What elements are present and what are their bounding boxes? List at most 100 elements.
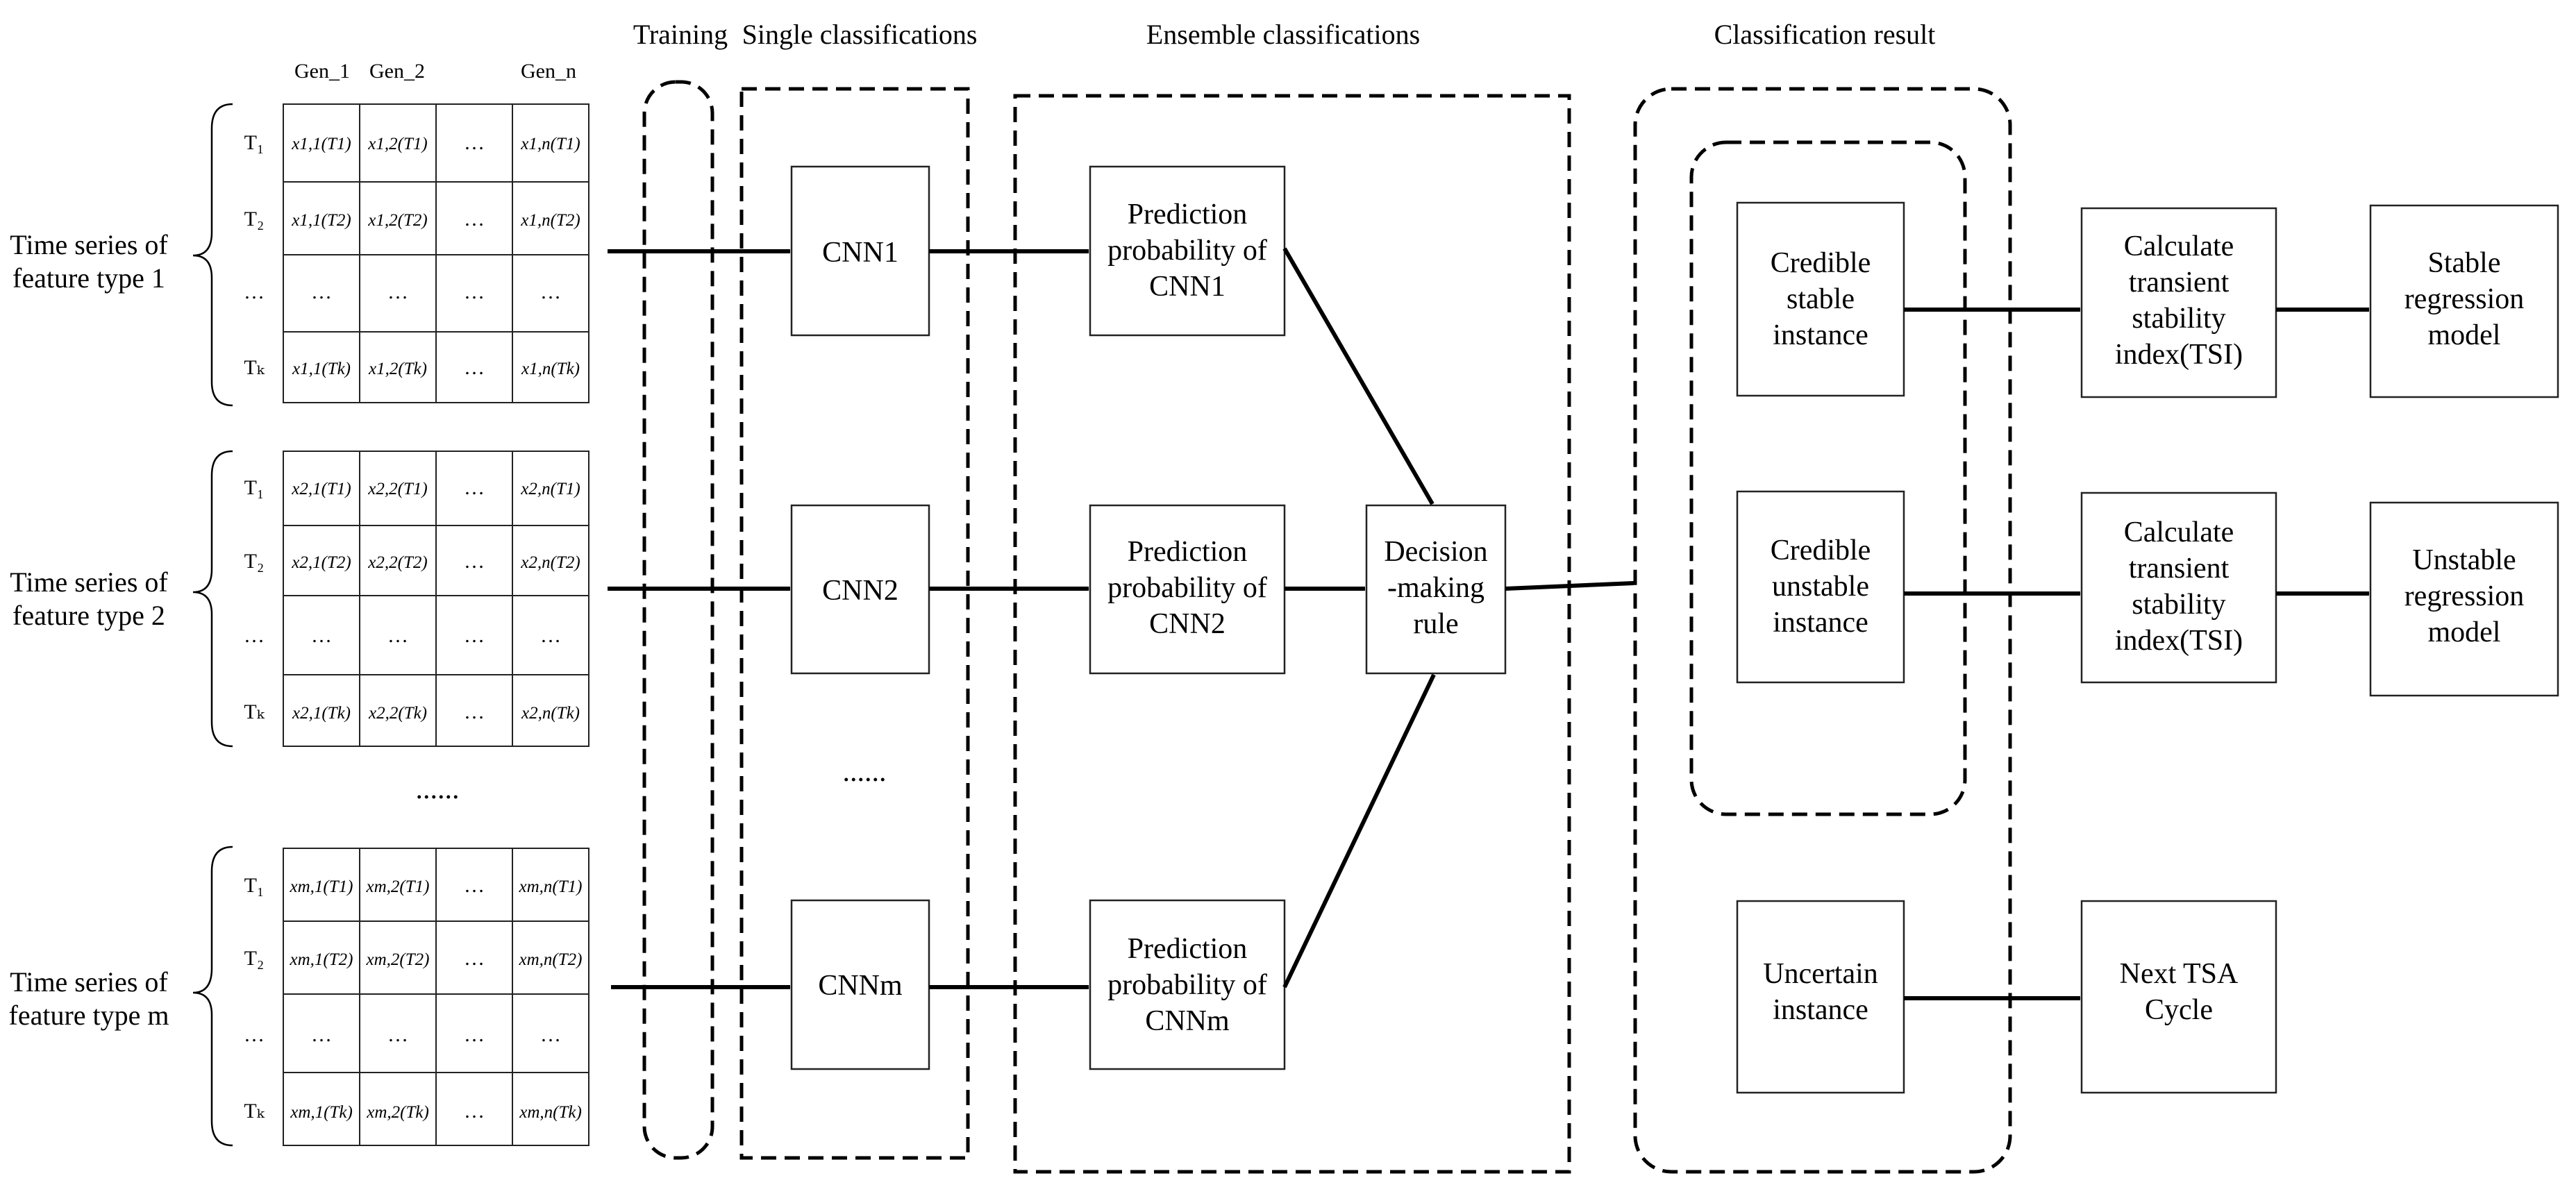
group-brace	[192, 846, 233, 1147]
feature-group-label-line2: feature type 2	[12, 600, 165, 631]
single-classification-region	[739, 87, 970, 1160]
group-brace	[192, 450, 233, 748]
next-tsa-cycle-box	[2080, 900, 2277, 1094]
matrix-cell: x1,1(T2)	[291, 211, 351, 230]
matrix-cell: x1,2(T1)	[367, 135, 427, 153]
arrow-decision-to-result	[1505, 581, 1634, 591]
cnn-ellipsis: ......	[843, 756, 887, 788]
arrow-predictionm-to-decision	[1282, 673, 1436, 989]
matrix-cell: …	[311, 280, 332, 303]
matrix-cell: …	[540, 1023, 561, 1046]
matrix-cell: …	[387, 624, 408, 647]
stable-model-box	[2369, 204, 2559, 398]
matrix-cell: x1,2(Tk)	[368, 360, 427, 378]
prediction-2-line1: Prediction	[1128, 536, 1248, 568]
cnn-1-label: CNN1	[822, 237, 898, 269]
credible-unstable-line2: unstable	[1772, 571, 1869, 603]
matrix-cell: …	[464, 280, 485, 303]
matrix-cell: …	[464, 1023, 485, 1046]
ensemble-classification-region	[1013, 94, 1571, 1174]
row-label: T₂	[244, 947, 265, 970]
matrix-cell: x1,n(Tk)	[521, 360, 580, 378]
stage-title-single: Single classifications	[742, 19, 978, 50]
matrix-cell: xm,2(Tk)	[366, 1103, 429, 1122]
cnn-m-label: CNNm	[818, 970, 903, 1002]
matrix-cell: …	[540, 280, 561, 303]
matrix-cell: xm,n(Tk)	[519, 1103, 582, 1122]
unstable-model-box	[2369, 501, 2559, 697]
matrix-cell: x1,1(T1)	[291, 135, 351, 153]
arrow-prediction1-to-decision	[1282, 247, 1435, 505]
matrix-cell: x1,n(T2)	[520, 211, 580, 230]
row-label: T₁	[244, 874, 265, 897]
gen-n-header: Gen_n	[521, 60, 576, 83]
matrix-cell: …	[464, 356, 485, 379]
matrix-cell: x1,2(T2)	[367, 211, 427, 230]
calc-tsi-unstable-line1: Calculate	[2124, 516, 2234, 548]
row-label: Tₖ	[244, 356, 265, 379]
stable-model-line1: Stable	[2428, 247, 2501, 279]
matrix-cell: …	[464, 947, 485, 970]
row-label: …	[244, 1023, 265, 1046]
feature-group-label-line2: feature type m	[9, 1000, 169, 1031]
feature-group-1: Gen_1 Gen_2 Gen_n Time series of feature…	[10, 60, 589, 407]
matrix-cell: …	[311, 1023, 332, 1046]
matrix-cell: xm,n(T1)	[519, 877, 583, 896]
uncertain-instance-box	[1736, 900, 1905, 1094]
feature-group-label-line1: Time series of	[10, 566, 168, 598]
prediction-m-line1: Prediction	[1128, 933, 1248, 965]
prediction-1-line2: probability of	[1107, 235, 1267, 267]
next-tsa-cycle-line1: Next TSA	[2120, 958, 2239, 990]
feature-group-label-line2: feature type 1	[12, 262, 165, 294]
uncertain-instance-line1: Uncertain	[1763, 958, 1878, 990]
matrix-cell: …	[387, 1023, 408, 1046]
prediction-1-line3: CNN1	[1149, 271, 1226, 303]
row-label: …	[244, 624, 265, 647]
feature-group-ellipsis: ......	[416, 773, 460, 805]
row-label: T₂	[244, 208, 265, 230]
decision-rule-line3: rule	[1413, 608, 1458, 640]
matrix-cell: …	[387, 280, 408, 303]
decision-rule-line2: -making	[1387, 572, 1484, 604]
calc-tsi-stable-box	[2080, 207, 2277, 398]
matrix-cell: x2,n(T2)	[520, 553, 580, 572]
matrix-cell: …	[464, 624, 485, 647]
group-brace	[192, 103, 233, 407]
credible-stable-line3: instance	[1773, 319, 1868, 351]
credible-stable-line2: stable	[1787, 283, 1855, 315]
feature-group-label-line1: Time series of	[10, 229, 168, 260]
matrix-cell: x1,1(Tk)	[292, 360, 351, 378]
cnn-m-box	[790, 899, 930, 1070]
feature-group-m: Time series of feature type m T₁ T₂ … Tₖ…	[9, 846, 589, 1147]
prediction-m-line2: probability of	[1107, 969, 1267, 1001]
credible-unstable-line1: Credible	[1771, 535, 1871, 566]
classification-result-region	[1633, 87, 2012, 1174]
credible-stable-box	[1736, 201, 1905, 397]
matrix-cell: xm,1(T2)	[290, 950, 353, 969]
matrix-cell: x2,n(T1)	[520, 480, 580, 498]
matrix-cell: xm,n(T2)	[519, 950, 583, 969]
matrix-cell: x2,2(Tk)	[368, 704, 427, 723]
matrix-cell: …	[464, 131, 485, 154]
row-label: Tₖ	[244, 1100, 265, 1122]
matrix-cell: …	[464, 208, 485, 230]
calc-tsi-unstable-line3: stability	[2132, 589, 2225, 621]
row-label: T₂	[244, 550, 265, 573]
row-label: …	[244, 280, 265, 303]
prediction-m-line3: CNNm	[1145, 1005, 1230, 1037]
row-label: Tₖ	[244, 700, 265, 723]
unstable-model-line2: regression	[2404, 580, 2525, 612]
matrix-cell: xm,1(T1)	[290, 877, 353, 896]
prediction-2-line3: CNN2	[1149, 608, 1226, 640]
cnn-2-label: CNN2	[822, 575, 898, 607]
matrix-cell: x2,n(Tk)	[521, 704, 580, 723]
matrix-cell: …	[464, 1100, 485, 1122]
matrix-cell: …	[464, 874, 485, 897]
stage-title-training: Training	[633, 19, 728, 50]
matrix-cell: x2,1(Tk)	[292, 704, 351, 723]
next-tsa-cycle-line2: Cycle	[2145, 994, 2213, 1026]
calc-tsi-unstable-line2: transient	[2129, 553, 2230, 585]
unstable-model-line1: Unstable	[2412, 544, 2516, 576]
row-label: T₁	[244, 476, 265, 499]
decision-rule-box	[1365, 504, 1507, 675]
